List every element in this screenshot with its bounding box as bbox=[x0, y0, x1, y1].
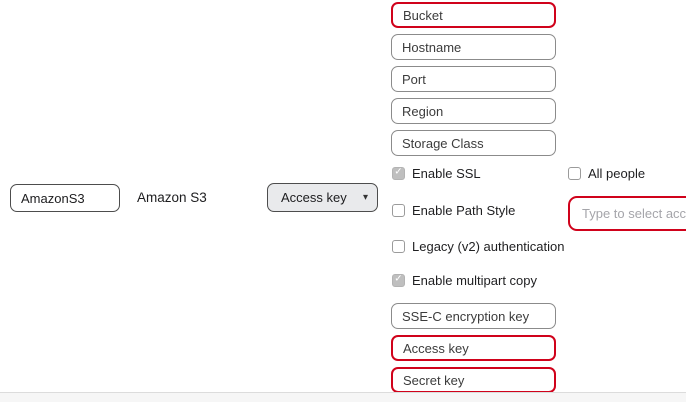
hostname-field[interactable] bbox=[391, 34, 556, 60]
account-select-input[interactable] bbox=[568, 196, 686, 231]
enable-ssl-checkbox[interactable]: ✓ bbox=[392, 166, 405, 180]
sse-c-encryption-key-field[interactable] bbox=[391, 303, 556, 329]
bottom-divider bbox=[0, 392, 686, 393]
all-people-label: All people bbox=[588, 165, 646, 181]
checkbox-row-multipart-copy[interactable]: ✓ Enable multipart copy bbox=[392, 272, 538, 288]
enable-ssl-label: Enable SSL bbox=[412, 165, 481, 181]
protocol-label: Amazon S3 bbox=[137, 190, 207, 205]
auth-method-selected-value: Access key bbox=[281, 190, 347, 205]
auth-method-dropdown[interactable]: Access key ▾ bbox=[267, 183, 378, 212]
access-key-field[interactable] bbox=[391, 335, 556, 361]
checkbox-row-all-people[interactable]: ✓ All people bbox=[568, 165, 646, 181]
profile-name-input[interactable] bbox=[10, 184, 120, 212]
footer-strip bbox=[0, 393, 686, 402]
secret-key-field[interactable] bbox=[391, 367, 556, 393]
legacy-auth-checkbox[interactable]: ✓ bbox=[392, 239, 405, 253]
multipart-copy-checkbox[interactable]: ✓ bbox=[392, 273, 405, 287]
legacy-auth-label: Legacy (v2) authentication bbox=[412, 238, 565, 254]
enable-path-style-label: Enable Path Style bbox=[412, 202, 516, 218]
bucket-field[interactable] bbox=[391, 2, 556, 28]
region-field[interactable] bbox=[391, 98, 556, 124]
multipart-copy-label: Enable multipart copy bbox=[412, 272, 538, 288]
all-people-checkbox[interactable]: ✓ bbox=[568, 166, 581, 180]
checkbox-row-enable-ssl[interactable]: ✓ Enable SSL bbox=[392, 165, 481, 181]
checkbox-row-enable-path-style[interactable]: ✓ Enable Path Style bbox=[392, 202, 516, 218]
storage-class-field[interactable] bbox=[391, 130, 556, 156]
checkmark-icon: ✓ bbox=[394, 166, 403, 178]
checkmark-icon: ✓ bbox=[394, 273, 403, 285]
enable-path-style-checkbox[interactable]: ✓ bbox=[392, 203, 405, 217]
chevron-down-icon: ▾ bbox=[362, 191, 368, 203]
checkbox-row-legacy-auth[interactable]: ✓ Legacy (v2) authentication bbox=[392, 238, 565, 254]
port-field[interactable] bbox=[391, 66, 556, 92]
